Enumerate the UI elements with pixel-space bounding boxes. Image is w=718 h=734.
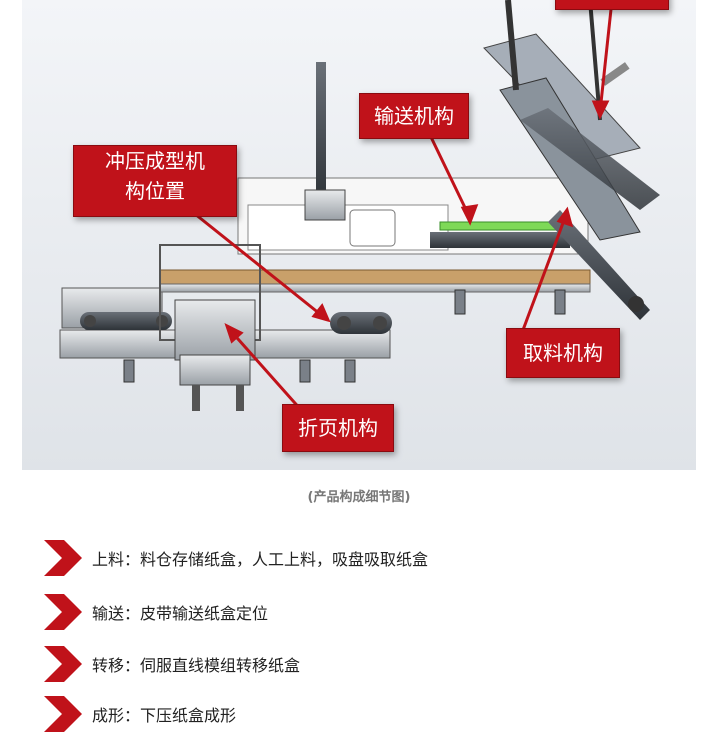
chevron-right-icon xyxy=(44,696,82,732)
figure-caption: (产品构成细节图) xyxy=(307,490,411,505)
feature-label: 输送 xyxy=(92,604,125,623)
feature-separator: ： xyxy=(124,706,141,725)
feature-item: 上料：料仓存储纸盒，人工上料，吸盘吸取纸盒 xyxy=(44,538,704,578)
chevron-right-icon xyxy=(44,540,82,576)
feature-item: 成形：下压纸盒成形 xyxy=(44,694,704,734)
feature-item: 输送：皮带输送纸盒定位 xyxy=(44,592,704,632)
feature-label: 成形 xyxy=(92,706,125,725)
chevron-right-icon xyxy=(44,646,82,682)
feature-text: 下压纸盒成形 xyxy=(140,706,237,725)
chevron-right-icon xyxy=(44,594,82,630)
callout-conveyor: 输送机构 xyxy=(359,93,469,139)
feature-separator: ： xyxy=(124,656,141,675)
callout-forming-position: 冲压成型机 构位置 xyxy=(73,145,237,217)
feature-label: 转移 xyxy=(92,656,125,675)
callout-top-partial xyxy=(555,0,669,10)
callout-picking: 取料机构 xyxy=(506,328,620,378)
feature-text: 伺服直线模组转移纸盒 xyxy=(140,656,301,675)
machine-diagram xyxy=(22,0,696,470)
callout-folding: 折页机构 xyxy=(282,404,394,452)
feature-label: 上料 xyxy=(92,550,125,569)
feature-text: 料仓存储纸盒，人工上料，吸盘吸取纸盒 xyxy=(140,550,429,569)
feature-separator: ： xyxy=(124,604,141,623)
feature-text: 皮带输送纸盒定位 xyxy=(140,604,269,623)
feature-item: 转移：伺服直线模组转移纸盒 xyxy=(44,644,704,684)
feature-separator: ： xyxy=(124,550,141,569)
